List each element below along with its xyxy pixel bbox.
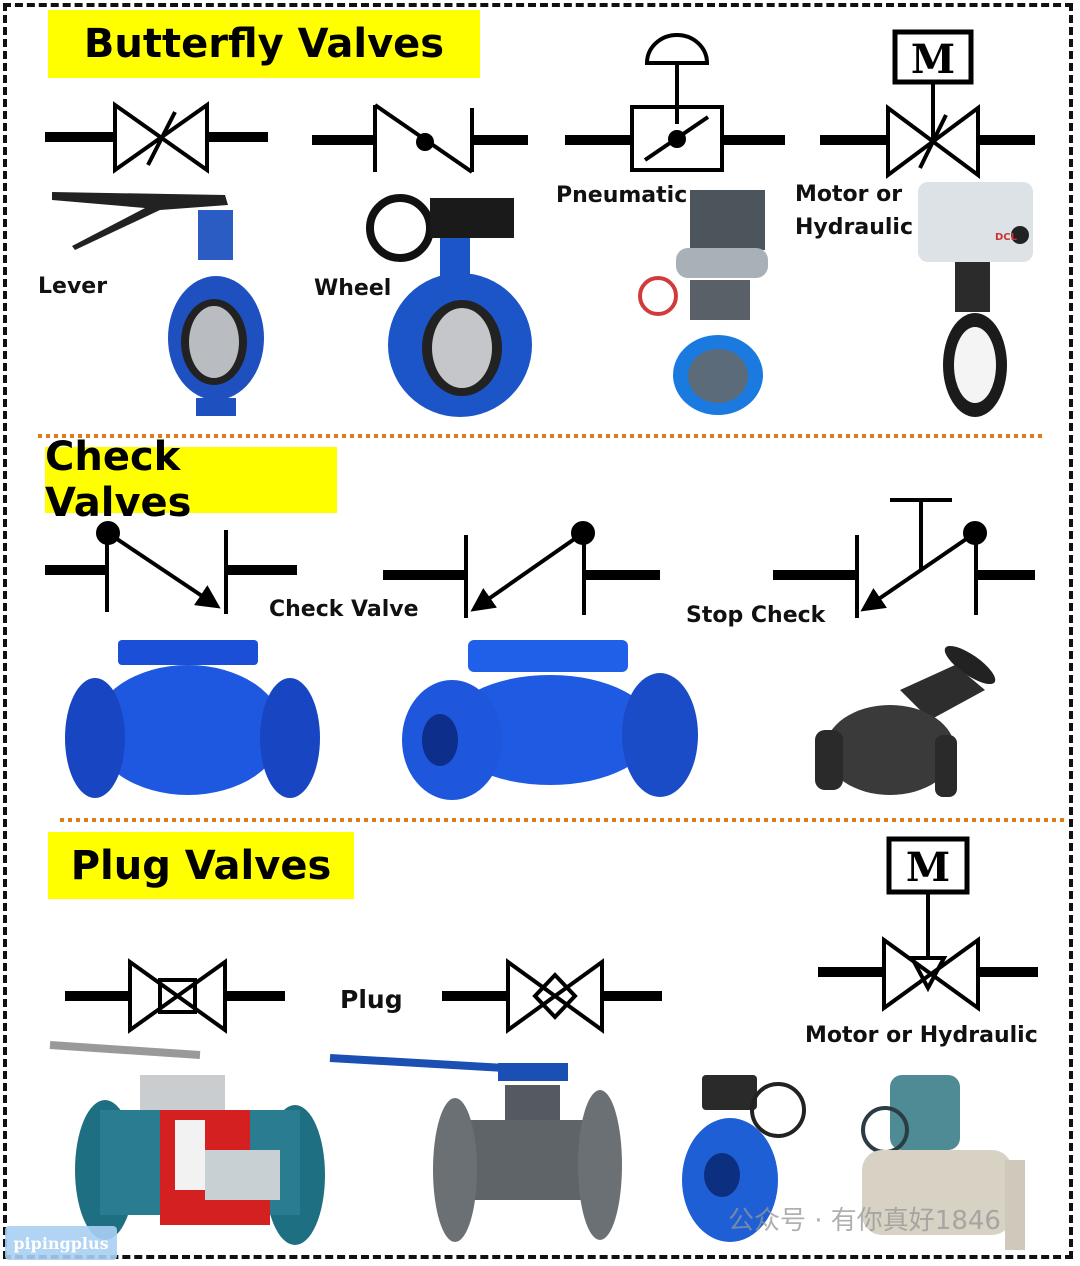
watermark-text: 公众号 · 有你真好1846 <box>728 1206 1001 1236</box>
plug-motor-symbol <box>818 836 1038 1012</box>
plug-valve-image <box>329 1054 622 1242</box>
butterfly-pneumatic-symbol <box>565 33 785 172</box>
motor-symbol-letter: M <box>906 844 950 891</box>
butterfly-wheel-symbol <box>312 103 528 174</box>
butterfly-lever-symbol <box>45 101 268 174</box>
gear-plug-valve-image <box>682 1075 806 1242</box>
check-valves-title: Check Valves <box>45 434 337 526</box>
lever-butterfly-valve-image <box>52 192 264 416</box>
stop-check-valve-image <box>815 645 996 797</box>
stop-check-label: Stop Check <box>686 603 826 628</box>
wheel-label: Wheel <box>314 276 392 301</box>
motor-butterfly-valve-image: DCL <box>918 182 1033 417</box>
butterfly-motor-symbol <box>820 29 1035 179</box>
lever-label: Lever <box>38 274 108 299</box>
lined-plug-valve-cutaway-image <box>49 1041 325 1245</box>
plug-motor-label: Motor or Hydraulic <box>805 1023 1038 1048</box>
plug-valves-title: Plug Valves <box>48 832 354 899</box>
stop-check-symbol <box>773 498 1035 618</box>
dashed-border <box>3 3 1073 1259</box>
motor-label-line2: Hydraulic <box>795 215 913 240</box>
swing-check-valve-image-2 <box>402 640 698 800</box>
wheel-butterfly-valve-image <box>366 194 532 417</box>
butterfly-valves-title: Butterfly Valves <box>48 10 480 78</box>
pneumatic-butterfly-valve-image <box>638 190 768 415</box>
swing-check-valve-image-1 <box>65 640 320 798</box>
pneumatic-label: Pneumatic <box>556 183 688 208</box>
motor-label-line1: Motor or <box>795 182 903 207</box>
plug-valve-symbol-1 <box>65 958 285 1034</box>
motor-plug-valve-image <box>861 1075 1025 1250</box>
check-valve-symbol-1 <box>45 521 297 614</box>
check-valve-symbol-2 <box>383 521 660 618</box>
plug-valve-symbol-2 <box>442 958 662 1034</box>
check-valve-label: Check Valve <box>269 597 419 622</box>
motor-symbol-letter: M <box>911 36 955 83</box>
svg-text:DCL: DCL <box>995 232 1018 243</box>
plug-label: Plug <box>340 985 403 1014</box>
pipingplus-logo: pipingplus <box>5 1226 117 1260</box>
